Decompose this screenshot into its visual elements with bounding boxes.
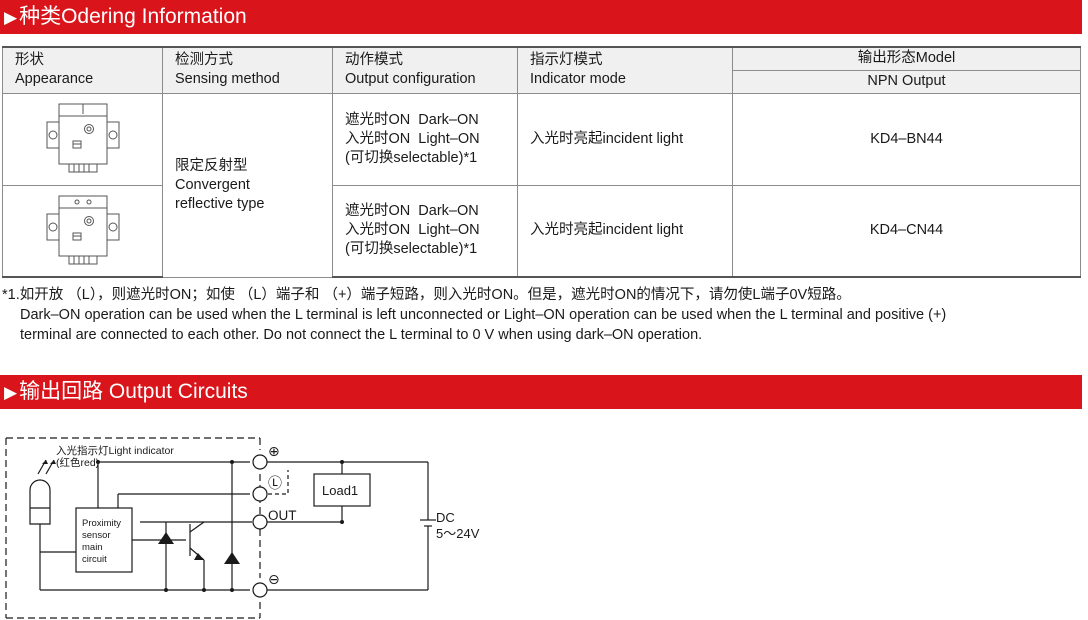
sensor-boundary <box>5 437 261 619</box>
header-indicator-en: Indicator mode <box>530 71 626 88</box>
table-row: 遮光时ON Dark–ON 入光时ON Light–ON (可切换selecta… <box>2 184 1081 278</box>
plus-symbol: ⊕ <box>268 443 280 459</box>
out-terminal <box>252 514 268 530</box>
ordering-info-title: 种类Odering Information <box>19 5 247 28</box>
load-label: Load1 <box>322 483 358 498</box>
proximity-label-3: main <box>82 542 103 553</box>
dc-label: DC <box>436 510 455 525</box>
config-dark-on: 遮光时ON Dark–ON <box>345 111 479 128</box>
header-appearance-cn: 形状 <box>15 52 44 69</box>
l-terminal <box>252 486 268 502</box>
header-indicator: 指示灯模式 Indicator mode <box>517 46 733 94</box>
zener-diode-icon <box>158 532 174 544</box>
appearance-cell-1 <box>2 92 163 186</box>
sensing-method-cn: 限定反射型 <box>175 157 248 174</box>
indicator-cell-2: 入光时亮起incident light <box>517 184 733 278</box>
output-config-cell-1: 遮光时ON Dark–ON 入光时ON Light–ON (可切换selecta… <box>332 92 518 186</box>
ordering-info-header: ▶种类Odering Information <box>0 0 1082 34</box>
table-row: 限定反射型 Convergent reflective type 遮光时ON D… <box>2 92 1081 278</box>
config-dark-on: 遮光时ON Dark–ON <box>345 203 479 220</box>
sensor-outline-c-icon <box>46 195 119 265</box>
footnote-en1: Dark–ON operation can be used when the L… <box>20 307 947 323</box>
output-circuits-header: ▶输出回路 Output Circuits <box>0 375 1082 409</box>
triangle-right-icon: ▶ <box>4 8 18 27</box>
header-sensing-en: Sensing method <box>175 71 280 88</box>
l-symbol: Ⓛ <box>268 475 282 491</box>
sensing-method-en1: Convergent <box>175 176 250 193</box>
footnote-en2: terminal are connected to each other. Do… <box>20 327 703 343</box>
proximity-label-2: sensor <box>82 530 111 541</box>
indicator-cell-1: 入光时亮起incident light <box>517 92 733 186</box>
plus-terminal <box>252 454 268 470</box>
header-output-config-cn: 动作模式 <box>345 52 403 69</box>
sensing-method-cell: 限定反射型 Convergent reflective type <box>162 92 333 278</box>
model-cell-1: KD4–BN44 <box>732 92 1081 186</box>
config-light-on: 入光时ON Light–ON <box>345 222 480 239</box>
header-appearance-en: Appearance <box>15 71 94 88</box>
header-model: 输出形态Model <box>732 46 1081 71</box>
header-output-config-en: Output configuration <box>345 71 476 88</box>
header-appearance: 形状 Appearance <box>2 46 163 94</box>
ordering-table: 形状 Appearance 检测方式 Sensing method 动作模式 O… <box>2 46 1081 278</box>
light-indicator-label: 入光指示灯Light indicator <box>56 444 174 457</box>
model-cell-2: KD4–CN44 <box>732 184 1081 278</box>
appearance-cell-2 <box>2 184 163 278</box>
config-light-on: 入光时ON Light–ON <box>345 130 480 147</box>
header-sensing: 检测方式 Sensing method <box>162 46 333 94</box>
sensor-outline-b-icon <box>46 103 119 173</box>
output-circuit-diagram: 入光指示灯Light indicator (红色red) Proximity s… <box>5 437 480 619</box>
footnote: *1.如开放 （L），则遮光时ON；如使 （L）端子和 （+）端子短路，则入光时… <box>2 285 946 345</box>
header-npn: NPN Output <box>732 69 1081 94</box>
config-selectable: (可切换selectable)*1 <box>345 149 478 166</box>
header-sensing-cn: 检测方式 <box>175 52 233 69</box>
light-indicator-color: (红色red) <box>56 456 99 469</box>
output-config-cell-2: 遮光时ON Dark–ON 入光时ON Light–ON (可切换selecta… <box>332 184 518 278</box>
led-indicator <box>29 479 51 525</box>
sensing-method-en2: reflective type <box>175 195 265 212</box>
minus-symbol: ⊖ <box>268 571 280 587</box>
out-label: OUT <box>268 508 297 523</box>
proximity-label-1: Proximity <box>82 518 121 529</box>
header-output-config: 动作模式 Output configuration <box>332 46 518 94</box>
triangle-right-icon: ▶ <box>4 383 18 402</box>
config-selectable: (可切换selectable)*1 <box>345 241 478 258</box>
voltage-label: 5～24V <box>436 526 480 541</box>
output-circuits-title: 输出回路 Output Circuits <box>19 380 248 403</box>
minus-terminal <box>252 582 268 598</box>
header-indicator-cn: 指示灯模式 <box>530 52 603 69</box>
zener-diode-icon <box>224 552 240 564</box>
proximity-label-4: circuit <box>82 554 107 565</box>
footnote-cn: *1.如开放 （L），则遮光时ON；如使 （L）端子和 （+）端子短路，则入光时… <box>2 287 851 303</box>
